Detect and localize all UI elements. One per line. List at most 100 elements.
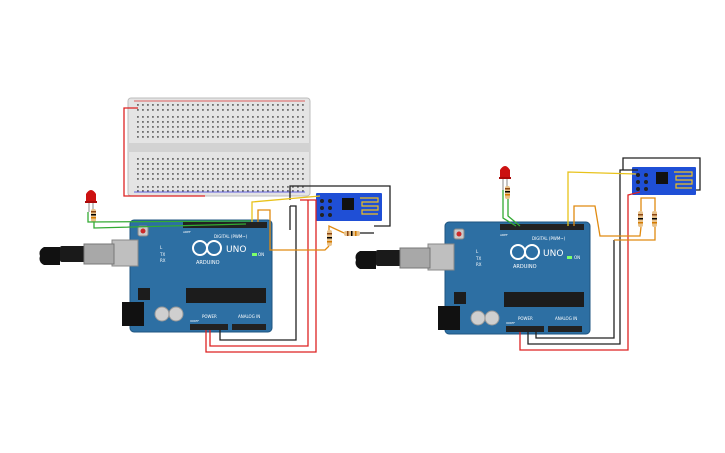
breadboard-hole[interactable]	[267, 104, 269, 106]
breadboard-hole[interactable]	[187, 136, 189, 138]
breadboard-hole[interactable]	[242, 178, 244, 180]
breadboard-hole[interactable]	[222, 136, 224, 138]
breadboard-hole[interactable]	[192, 121, 194, 123]
breadboard-hole[interactable]	[237, 104, 239, 106]
breadboard-hole[interactable]	[252, 190, 254, 192]
breadboard-hole[interactable]	[192, 158, 194, 160]
breadboard-hole[interactable]	[202, 131, 204, 133]
breadboard-hole[interactable]	[237, 121, 239, 123]
breadboard-hole[interactable]	[267, 186, 269, 188]
breadboard-hole[interactable]	[162, 178, 164, 180]
breadboard-hole[interactable]	[222, 126, 224, 128]
breadboard-hole[interactable]	[192, 168, 194, 170]
breadboard-hole[interactable]	[152, 116, 154, 118]
breadboard-hole[interactable]	[147, 126, 149, 128]
breadboard-hole[interactable]	[197, 178, 199, 180]
breadboard-hole[interactable]	[212, 158, 214, 160]
breadboard-hole[interactable]	[137, 178, 139, 180]
breadboard-hole[interactable]	[147, 163, 149, 165]
breadboard-hole[interactable]	[202, 121, 204, 123]
breadboard-hole[interactable]	[177, 158, 179, 160]
breadboard-hole[interactable]	[197, 158, 199, 160]
breadboard-hole[interactable]	[252, 136, 254, 138]
breadboard-hole[interactable]	[207, 163, 209, 165]
breadboard-hole[interactable]	[207, 116, 209, 118]
breadboard-hole[interactable]	[257, 190, 259, 192]
breadboard-hole[interactable]	[212, 121, 214, 123]
breadboard-hole[interactable]	[162, 158, 164, 160]
breadboard-hole[interactable]	[212, 163, 214, 165]
breadboard-hole[interactable]	[267, 190, 269, 192]
breadboard-hole[interactable]	[297, 168, 299, 170]
breadboard-hole[interactable]	[162, 168, 164, 170]
breadboard-hole[interactable]	[177, 104, 179, 106]
breadboard-hole[interactable]	[237, 131, 239, 133]
breadboard-hole[interactable]	[192, 136, 194, 138]
breadboard-hole[interactable]	[187, 163, 189, 165]
breadboard-hole[interactable]	[302, 186, 304, 188]
breadboard-hole[interactable]	[142, 116, 144, 118]
breadboard-hole[interactable]	[202, 116, 204, 118]
breadboard-hole[interactable]	[147, 121, 149, 123]
breadboard-hole[interactable]	[167, 186, 169, 188]
breadboard-hole[interactable]	[167, 168, 169, 170]
breadboard-hole[interactable]	[247, 104, 249, 106]
breadboard-hole[interactable]	[192, 178, 194, 180]
breadboard-hole[interactable]	[152, 173, 154, 175]
breadboard-hole[interactable]	[167, 104, 169, 106]
breadboard-hole[interactable]	[292, 190, 294, 192]
breadboard-hole[interactable]	[222, 178, 224, 180]
breadboard-hole[interactable]	[212, 116, 214, 118]
breadboard-hole[interactable]	[152, 190, 154, 192]
breadboard-hole[interactable]	[267, 163, 269, 165]
breadboard-hole[interactable]	[272, 131, 274, 133]
breadboard-hole[interactable]	[222, 163, 224, 165]
breadboard-hole[interactable]	[172, 178, 174, 180]
breadboard-hole[interactable]	[272, 109, 274, 111]
breadboard-hole[interactable]	[227, 126, 229, 128]
breadboard-hole[interactable]	[262, 116, 264, 118]
breadboard-hole[interactable]	[262, 190, 264, 192]
breadboard-hole[interactable]	[237, 109, 239, 111]
breadboard-hole[interactable]	[257, 173, 259, 175]
breadboard-hole[interactable]	[217, 136, 219, 138]
breadboard-hole[interactable]	[302, 178, 304, 180]
breadboard-hole[interactable]	[272, 168, 274, 170]
breadboard-hole[interactable]	[262, 163, 264, 165]
breadboard-hole[interactable]	[277, 136, 279, 138]
breadboard-hole[interactable]	[147, 158, 149, 160]
breadboard-hole[interactable]	[207, 109, 209, 111]
breadboard-hole[interactable]	[237, 190, 239, 192]
breadboard-hole[interactable]	[257, 131, 259, 133]
breadboard-hole[interactable]	[237, 178, 239, 180]
breadboard-hole[interactable]	[197, 163, 199, 165]
breadboard-hole[interactable]	[277, 178, 279, 180]
breadboard-hole[interactable]	[227, 186, 229, 188]
breadboard-hole[interactable]	[287, 131, 289, 133]
breadboard-hole[interactable]	[297, 190, 299, 192]
breadboard-hole[interactable]	[152, 158, 154, 160]
breadboard-hole[interactable]	[242, 168, 244, 170]
breadboard-hole[interactable]	[147, 190, 149, 192]
breadboard-hole[interactable]	[267, 168, 269, 170]
breadboard-hole[interactable]	[202, 163, 204, 165]
breadboard-hole[interactable]	[242, 163, 244, 165]
breadboard-hole[interactable]	[287, 178, 289, 180]
breadboard-hole[interactable]	[137, 121, 139, 123]
breadboard-hole[interactable]	[162, 163, 164, 165]
breadboard-hole[interactable]	[282, 168, 284, 170]
breadboard-hole[interactable]	[267, 136, 269, 138]
breadboard-hole[interactable]	[232, 121, 234, 123]
breadboard-hole[interactable]	[237, 168, 239, 170]
breadboard-hole[interactable]	[227, 158, 229, 160]
breadboard-hole[interactable]	[147, 173, 149, 175]
breadboard-hole[interactable]	[192, 126, 194, 128]
breadboard-hole[interactable]	[242, 126, 244, 128]
breadboard-hole[interactable]	[187, 158, 189, 160]
breadboard-hole[interactable]	[237, 126, 239, 128]
breadboard-hole[interactable]	[247, 158, 249, 160]
breadboard-hole[interactable]	[177, 186, 179, 188]
breadboard-hole[interactable]	[142, 158, 144, 160]
breadboard-hole[interactable]	[242, 131, 244, 133]
breadboard-hole[interactable]	[212, 168, 214, 170]
